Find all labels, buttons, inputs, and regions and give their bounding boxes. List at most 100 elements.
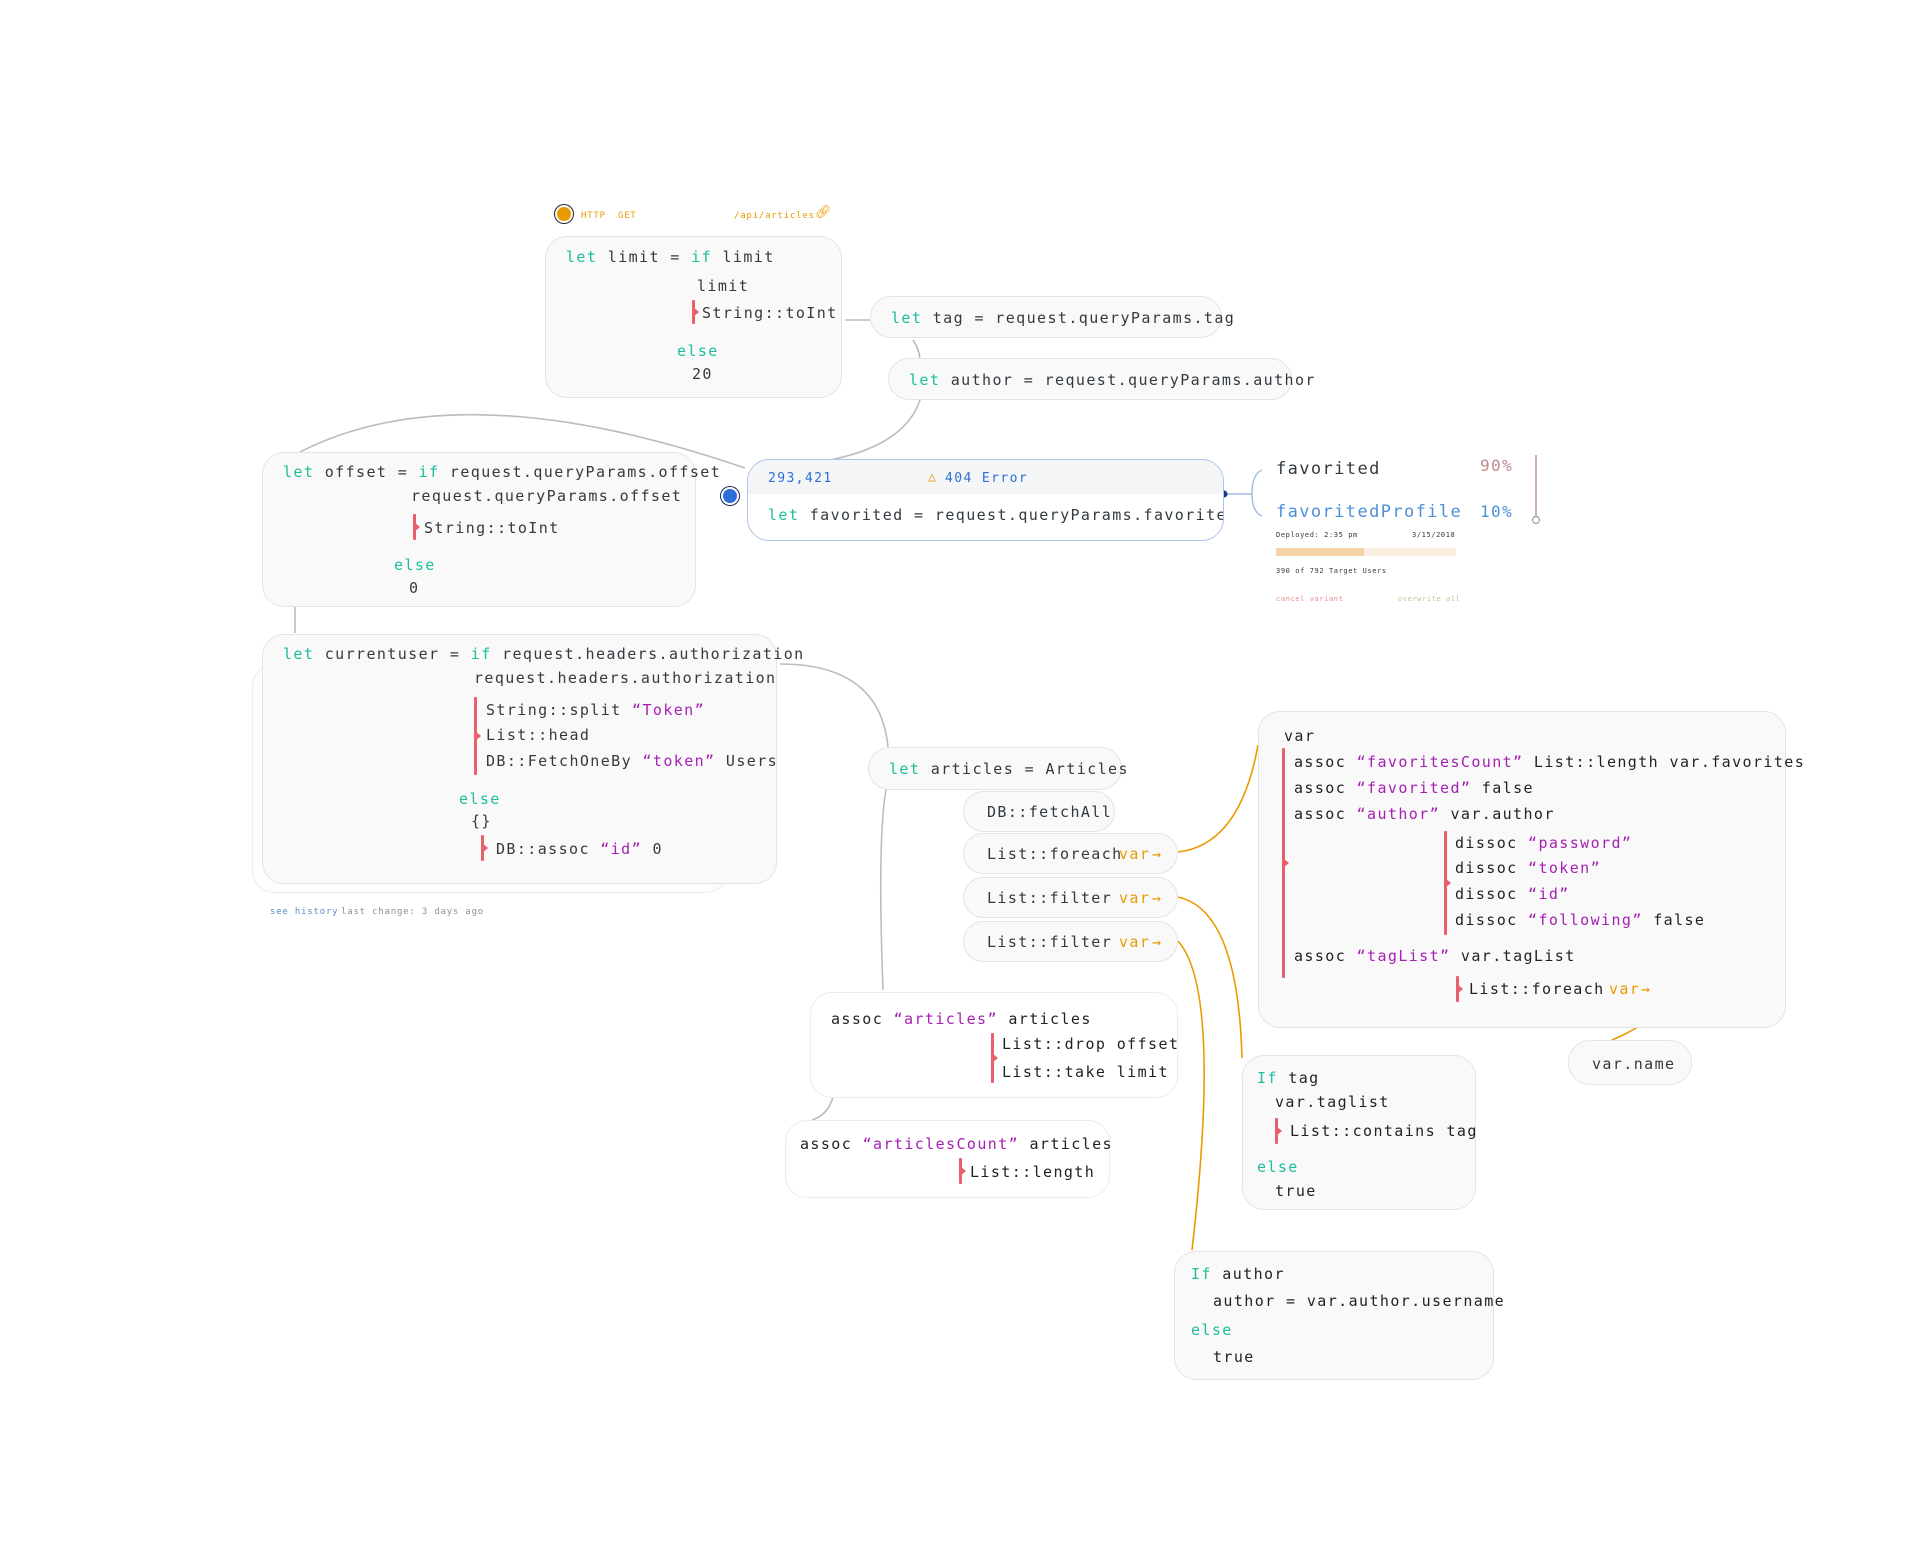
fetchall-block[interactable]: DB::fetchAll bbox=[963, 791, 1115, 832]
favorited-block[interactable]: 293,421 △ 404 Error let favorited = requ… bbox=[747, 459, 1224, 541]
filter1-var[interactable]: var bbox=[1119, 889, 1151, 907]
wire-offset-favorited bbox=[299, 413, 746, 469]
tag-filter-line-3: List::contains tag bbox=[1290, 1122, 1478, 1140]
currentuser-line-8: DB::assoc “id” 0 bbox=[496, 840, 663, 858]
wire-articles-assoc bbox=[879, 784, 888, 991]
arrow-right-icon: → bbox=[1152, 889, 1163, 907]
wire-favorited-variants bbox=[1224, 469, 1263, 517]
filter2-var[interactable]: var bbox=[1119, 933, 1151, 951]
assoc-articles-line-3: List::take limit bbox=[1002, 1063, 1169, 1081]
author-filter-line-1: If author bbox=[1191, 1265, 1285, 1283]
arrow-right-icon: → bbox=[1152, 845, 1163, 863]
var-line-7: dissoc “following” false bbox=[1455, 911, 1706, 929]
tag-filter-line-1: If tag bbox=[1257, 1069, 1320, 1087]
limit-line-2: limit bbox=[697, 277, 750, 295]
limit-block[interactable]: let limit = if limit limit String::toInt… bbox=[545, 236, 842, 398]
see-history-link[interactable]: see history bbox=[270, 907, 339, 917]
variant-slider-handle bbox=[1531, 515, 1541, 525]
var-name-block[interactable]: var.name bbox=[1568, 1040, 1692, 1085]
currentuser-block[interactable]: let currentuser = if request.headers.aut… bbox=[262, 634, 803, 884]
author-block[interactable]: let author = request.queryParams.author bbox=[888, 358, 1314, 400]
var-line-8: assoc “tagList” var.tagList bbox=[1294, 947, 1576, 965]
pipe-marker bbox=[1444, 831, 1451, 935]
target-users: 390 of 792 Target Users bbox=[1276, 567, 1387, 575]
offset-else: else bbox=[394, 556, 436, 574]
var-line-1: assoc “favoritesCount” List::length var.… bbox=[1294, 753, 1806, 771]
pipe-marker bbox=[1456, 976, 1463, 1002]
warning-icon: △ bbox=[928, 470, 938, 485]
variant-b-name[interactable]: favoritedProfile bbox=[1276, 502, 1463, 522]
error-status: 404 Error bbox=[945, 471, 1029, 486]
currentuser-line-2: request.headers.authorization bbox=[474, 669, 777, 687]
wire-filter1-tag bbox=[1177, 896, 1243, 1059]
filter2-label: List::filter bbox=[987, 933, 1113, 951]
arrow-right-icon: → bbox=[1641, 980, 1652, 998]
http-method[interactable]: GET bbox=[618, 211, 637, 221]
articles-let-block[interactable]: let articles = Articles bbox=[868, 747, 1128, 790]
tag-block[interactable]: let tag = request.queryParams.tag bbox=[870, 296, 1234, 338]
deployed-date: 3/15/2018 bbox=[1412, 531, 1456, 539]
live-value: 293,421 bbox=[768, 471, 833, 486]
link-icon[interactable]: 🔗︎ bbox=[815, 205, 833, 220]
tag-filter-line-2: var.taglist bbox=[1275, 1093, 1390, 1111]
var-line-4: dissoc “password” bbox=[1455, 834, 1633, 852]
author-line: let author = request.queryParams.author bbox=[909, 371, 1316, 389]
tag-filter-else: else bbox=[1257, 1158, 1299, 1176]
filter-tag-block[interactable]: List::filter var → bbox=[963, 877, 1178, 918]
var-transform-block[interactable]: var assoc “favoritesCount” List::length … bbox=[1258, 711, 1804, 1028]
deployed-time: Deployed: 2:35 pm bbox=[1276, 531, 1358, 539]
variant-a-name[interactable]: favorited bbox=[1276, 459, 1381, 479]
overwrite-all-link[interactable]: overwrite all bbox=[1398, 595, 1461, 603]
filter-author-block[interactable]: List::filter var → bbox=[963, 921, 1178, 962]
pipe-marker bbox=[481, 835, 488, 861]
offset-line-1: let offset = if request.queryParams.offs… bbox=[283, 463, 722, 481]
selection-dot[interactable] bbox=[723, 489, 737, 503]
var-name-label: var.name bbox=[1592, 1055, 1676, 1073]
wire-filter2-author bbox=[1177, 940, 1205, 1251]
limit-line-1: let limit = if limit bbox=[566, 248, 775, 266]
pipe-marker bbox=[474, 697, 481, 775]
rollout-progress-track bbox=[1276, 548, 1456, 556]
author-filter-line-2: author = var.author.username bbox=[1213, 1292, 1506, 1310]
favorited-live-bar bbox=[748, 460, 1223, 494]
limit-default: 20 bbox=[692, 365, 713, 383]
http-label: HTTP bbox=[581, 211, 606, 221]
last-change: last change: 3 days ago bbox=[341, 907, 485, 917]
wire-currentuser-articles bbox=[779, 663, 889, 748]
var-line-2: assoc “favorited” false bbox=[1294, 779, 1534, 797]
currentuser-line-5: DB::FetchOneBy “token” Users bbox=[486, 752, 779, 770]
articles-let-line: let articles = Articles bbox=[889, 760, 1129, 778]
fetchall-label: DB::fetchAll bbox=[987, 803, 1113, 821]
pipe-marker bbox=[413, 514, 420, 540]
cancel-variant-link[interactable]: cancel variant bbox=[1276, 595, 1344, 603]
assoc-articles-block[interactable]: assoc “articles” articles List::drop off… bbox=[810, 992, 1178, 1098]
assoc-count-line-2: List::length bbox=[970, 1163, 1096, 1181]
variant-a-pct: 90% bbox=[1480, 456, 1514, 475]
limit-else: else bbox=[677, 342, 719, 360]
foreach-block[interactable]: List::foreach var → bbox=[963, 833, 1178, 874]
variant-b-pct: 10% bbox=[1480, 502, 1514, 521]
favorited-line: let favorited = request.queryParams.favo… bbox=[768, 506, 1224, 524]
currentuser-else: else bbox=[459, 790, 501, 808]
offset-block[interactable]: let offset = if request.queryParams.offs… bbox=[262, 452, 720, 607]
var-line-9: List::foreach bbox=[1469, 980, 1605, 998]
author-filter-block[interactable]: If author author = var.author.username e… bbox=[1174, 1251, 1504, 1380]
var-line-5: dissoc “token” bbox=[1455, 859, 1602, 877]
limit-line-3: String::toInt bbox=[702, 304, 838, 322]
foreach-label: List::foreach bbox=[987, 845, 1123, 863]
offset-default: 0 bbox=[409, 579, 420, 597]
assoc-count-block[interactable]: assoc “articlesCount” articles List::len… bbox=[785, 1120, 1113, 1198]
tag-filter-block[interactable]: If tag var.taglist List::contains tag el… bbox=[1242, 1055, 1476, 1210]
http-handle-dot[interactable] bbox=[557, 207, 571, 221]
offset-line-2: request.queryParams.offset bbox=[411, 487, 683, 505]
foreach-var[interactable]: var bbox=[1119, 845, 1151, 863]
tag-line: let tag = request.queryParams.tag bbox=[891, 309, 1236, 327]
rollout-progress-fill bbox=[1276, 548, 1365, 556]
http-route[interactable]: /api/articles bbox=[734, 211, 815, 221]
pipe-marker bbox=[692, 300, 699, 324]
assoc-count-line-1: assoc “articlesCount” articles bbox=[800, 1135, 1113, 1153]
var-foreach-var[interactable]: var bbox=[1609, 980, 1641, 998]
author-filter-else: else bbox=[1191, 1321, 1233, 1339]
pipe-marker bbox=[991, 1033, 998, 1083]
var-line-0: var bbox=[1284, 727, 1316, 745]
